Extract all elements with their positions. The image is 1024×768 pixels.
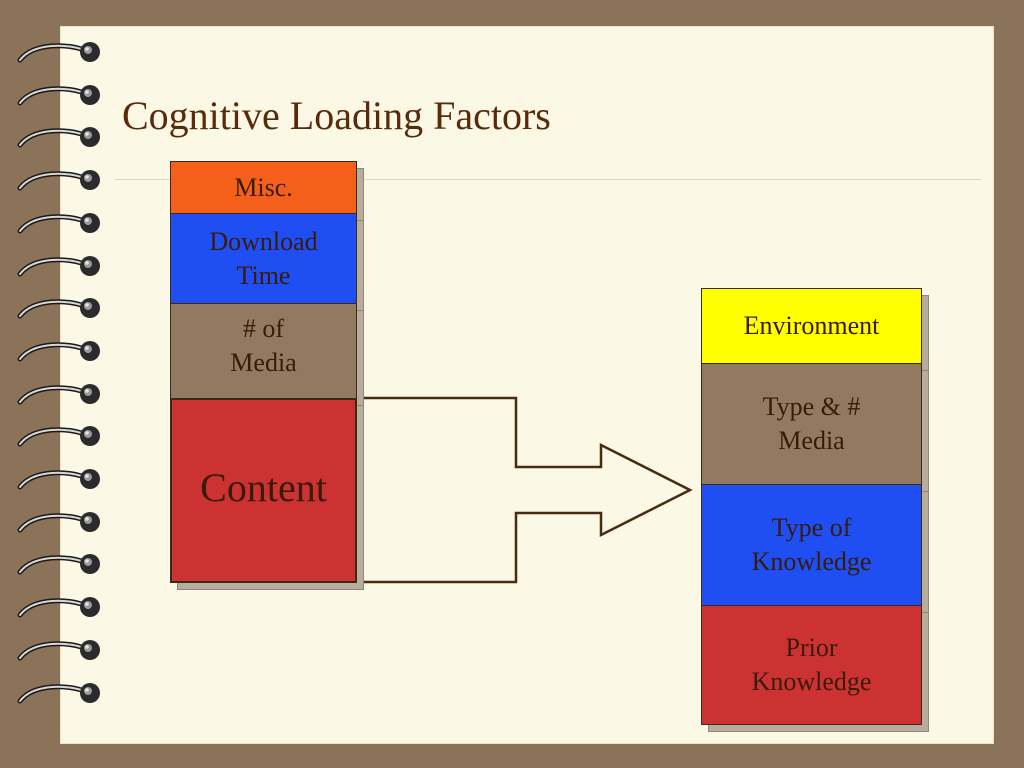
download-time-box: Download Time <box>170 213 357 304</box>
binding-ring-icon <box>17 340 100 362</box>
type-num-media-label: Type & # Media <box>762 392 861 455</box>
binding-ring-icon <box>17 212 100 234</box>
type-num-media-box: Type & # Media <box>701 363 922 485</box>
misc-label: Misc. <box>234 172 293 202</box>
binding-ring-icon <box>17 42 100 63</box>
content-label: Content <box>200 465 327 510</box>
content-box: Content <box>170 398 357 583</box>
binding-ring-icon <box>17 84 100 106</box>
download-time-label: Download Time <box>209 226 318 290</box>
binding-ring-icon <box>17 255 100 276</box>
slide-title: Cognitive Loading Factors <box>122 93 551 138</box>
environment-label: Environment <box>743 311 880 341</box>
binding-ring-icon <box>17 383 100 405</box>
misc-box: Misc. <box>170 161 357 214</box>
binding-ring-icon <box>17 127 100 148</box>
binding-ring-icon <box>17 469 100 490</box>
prior-knowledge-box: Prior Knowledge <box>701 605 922 725</box>
binding-ring-icon <box>17 639 100 661</box>
binding-ring-icon <box>17 426 100 447</box>
binding-ring-icon <box>17 597 100 618</box>
binding-ring-icon <box>17 298 100 319</box>
prior-knowledge-label: Prior Knowledge <box>751 633 872 696</box>
binding-ring-icon <box>17 554 100 575</box>
binding-ring-icon <box>17 511 100 533</box>
num-media-label: # of Media <box>230 314 297 377</box>
binding-ring-icon <box>17 170 100 191</box>
environment-box: Environment <box>701 288 922 364</box>
binding-ring-icon <box>17 682 100 703</box>
title-divider <box>115 179 981 180</box>
type-knowledge-box: Type of Knowledge <box>701 484 922 606</box>
num-media-box: # of Media <box>170 303 357 399</box>
right-arrow-icon <box>357 396 693 584</box>
type-knowledge-label: Type of Knowledge <box>751 513 872 576</box>
